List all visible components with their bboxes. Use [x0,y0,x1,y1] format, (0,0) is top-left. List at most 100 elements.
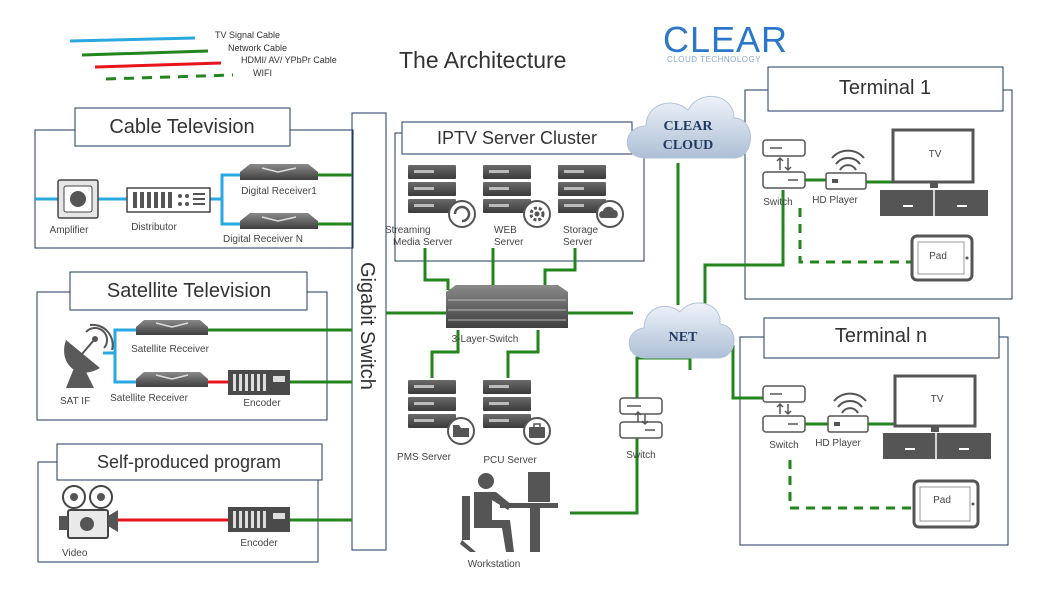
section-titles: Cable Television Satellite Television Se… [56,66,1004,481]
t1-tv-icon [880,128,988,216]
video-camera-icon [59,485,118,539]
distributor-label: Distributor [131,222,177,233]
encoder-video-label: Encoder [240,538,278,549]
page-title: The Architecture [399,47,566,73]
tn-switch-icon [762,385,806,433]
streaming-server-icon [408,165,476,228]
t1-pad-icon [910,234,974,282]
digital-receiver-1-icon [240,164,318,180]
mid-switch-label: Switch [626,450,655,461]
satellite-receiver-2-icon [136,372,208,387]
tn-hd-player-icon [827,392,869,433]
digital-receiver-n-label: Digital Receiver N [223,234,303,245]
storage-server-label-1: Storage [563,225,598,236]
legend-tv-signal-label: TV Signal Cable [215,30,280,40]
gigabit-switch-label: Gigabit Switch [356,262,378,390]
cable-distributor-to-receiver1 [210,173,240,201]
satellite-receiver-1-label: Satellite Receiver [131,344,209,355]
streaming-server-label-1: Streaming [385,225,431,236]
digital-receiver-1-label: Digital Receiver1 [241,186,317,197]
layer3-switch-label: 3-Layer-Switch [452,334,519,345]
legend-network-label: Network Cable [228,43,287,53]
pcu-server-icon [483,380,551,445]
pms-server-icon [408,380,475,445]
net-cloud-shape [628,302,735,359]
layer3-switch-icon [446,285,568,328]
iptv-title: IPTV Server Cluster [437,128,597,148]
satellite-receiver-2-label: Satellite Receiver [110,393,188,404]
t1-hd-player-icon [825,149,867,190]
encoder-video-icon [228,507,290,532]
iptv-title-box [401,121,633,155]
cable-storage-to-layer3 [543,248,577,288]
cable-distributor-to-receiverN [220,199,240,226]
pcu-server-label: PCU Server [483,455,537,466]
clear-cloud-line2: CLOUD [663,138,714,153]
t1-pad-label: Pad [929,251,947,262]
cable-layer3-to-pcu [506,330,540,378]
tn-switch-label: Switch [769,440,798,451]
encoder-sat-icon [228,370,290,395]
satellite-tv-title-box [69,271,308,311]
t1-hd-player-label: HD Player [812,195,858,206]
terminal-1-title: Terminal 1 [839,77,931,99]
cable-net-to-terminaln-switch [731,345,763,400]
clear-cloud-shape [626,95,751,159]
satellite-dish-icon [64,323,114,388]
web-server-label-1: WEB [494,225,517,236]
storage-server-icon [558,165,624,228]
t1-switch-icon [762,139,806,189]
cable-mid-switch-to-workstation [570,438,639,515]
web-server-icon [483,165,551,228]
cable-dish-to-sat-receiver2 [113,353,136,384]
tv-signal-cables [35,173,240,384]
distributor-icon [126,187,211,213]
mid-switch-icon [619,397,663,439]
logo-name: CLEAR [663,19,788,60]
amplifier-label: Amplifier [50,225,90,236]
satellite-tv-title: Satellite Television [107,280,271,302]
cable-dish-to-sat-receiver1 [103,328,136,355]
encoder-sat-label: Encoder [243,398,281,409]
tn-pad-icon [912,479,980,529]
streaming-server-label-2: Media Server [393,237,453,248]
legend-wifi-line [105,73,234,81]
legend-wifi-label: WIFI [253,68,272,78]
self-produced-title: Self-produced program [97,452,281,472]
cable-net-to-terminal1-switch [703,190,785,310]
clear-cloud: CLEAR CLOUD [626,95,751,159]
tn-hd-player-label: HD Player [815,438,861,449]
video-label: Video [62,548,88,559]
web-server-label-2: Server [494,237,524,248]
net-cloud: NET [628,302,735,359]
satellite-receiver-1-icon [136,320,208,335]
legend-network-line [81,49,209,57]
terminal-n-title: Terminal n [835,325,927,347]
terminal-1-title-box [767,66,1004,112]
clear-cloud-line1: CLEAR [663,119,713,134]
cable-tv-title-box [74,107,291,147]
sat-if-label: SAT IF [60,396,90,407]
net-cloud-label: NET [669,330,698,345]
cable-layer3-to-pms [430,330,460,378]
tn-pad-label: Pad [933,495,951,506]
wifi-t1-switch-to-pad [798,208,912,264]
self-produced-title-box [56,443,323,481]
hdmi-cables [118,380,228,522]
digital-receiver-n-icon [240,213,318,229]
tn-tv-label: TV [931,394,944,405]
pms-server-label: PMS Server [397,452,452,463]
cable-tv-title: Cable Television [109,116,254,138]
storage-server-label-2: Server [563,237,593,248]
workstation-label: Workstation [468,559,521,570]
workstation-icon [460,472,558,552]
logo-tagline: CLOUD TECHNOLOGY [667,55,761,64]
terminal-n-title-box [763,317,1000,359]
clear-logo: CLEAR CLOUD TECHNOLOGY [663,19,788,64]
network-cables [208,163,895,522]
tn-tv-icon [883,374,991,459]
legend: TV Signal Cable Network Cable HDMI/ AV/ … [69,30,337,81]
wifi-tn-switch-to-pad [788,460,912,510]
amplifier-icon [57,179,99,219]
